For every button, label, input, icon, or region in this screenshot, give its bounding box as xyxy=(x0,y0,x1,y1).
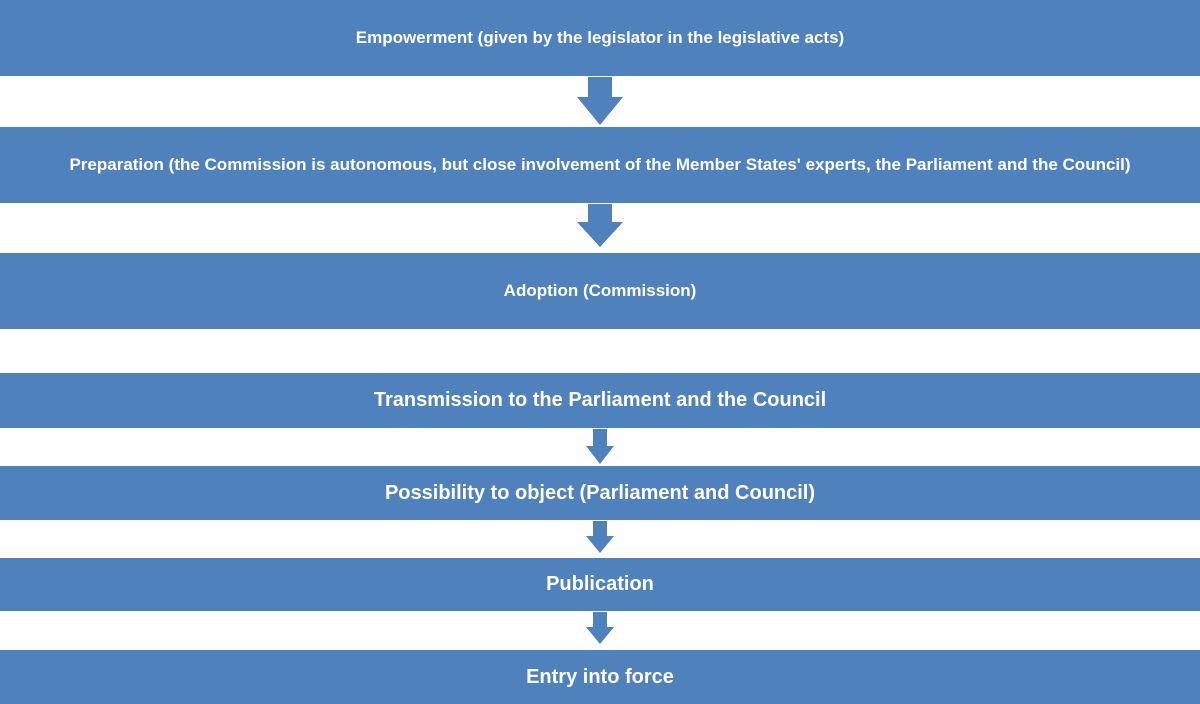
step-label: Transmission to the Parliament and the C… xyxy=(373,389,827,411)
step-label: Possibility to object (Parliament and Co… xyxy=(384,481,816,504)
step-entry-into-force: Entry into force xyxy=(0,650,1200,704)
down-arrow-icon xyxy=(586,612,614,644)
step-label: Entry into force xyxy=(526,665,674,688)
down-arrow-icon xyxy=(577,204,623,247)
down-arrow-icon xyxy=(586,521,614,553)
step-publication: Publication xyxy=(0,558,1200,611)
down-arrow-icon xyxy=(586,429,614,464)
step-possibility-to-object: Possibility to object (Parliament and Co… xyxy=(0,466,1200,520)
step-label: Publication xyxy=(546,573,654,595)
step-preparation: Preparation (the Commission is autonomou… xyxy=(0,127,1200,203)
step-label: Preparation (the Commission is autonomou… xyxy=(69,155,1131,175)
down-arrow-icon xyxy=(577,77,623,125)
step-label: Empowerment (given by the legislator in … xyxy=(355,28,845,48)
step-transmission: Transmission to the Parliament and the C… xyxy=(0,373,1200,428)
step-adoption: Adoption (Commission) xyxy=(0,253,1200,329)
step-empowerment: Empowerment (given by the legislator in … xyxy=(0,0,1200,76)
step-label: Adoption (Commission) xyxy=(503,281,697,301)
